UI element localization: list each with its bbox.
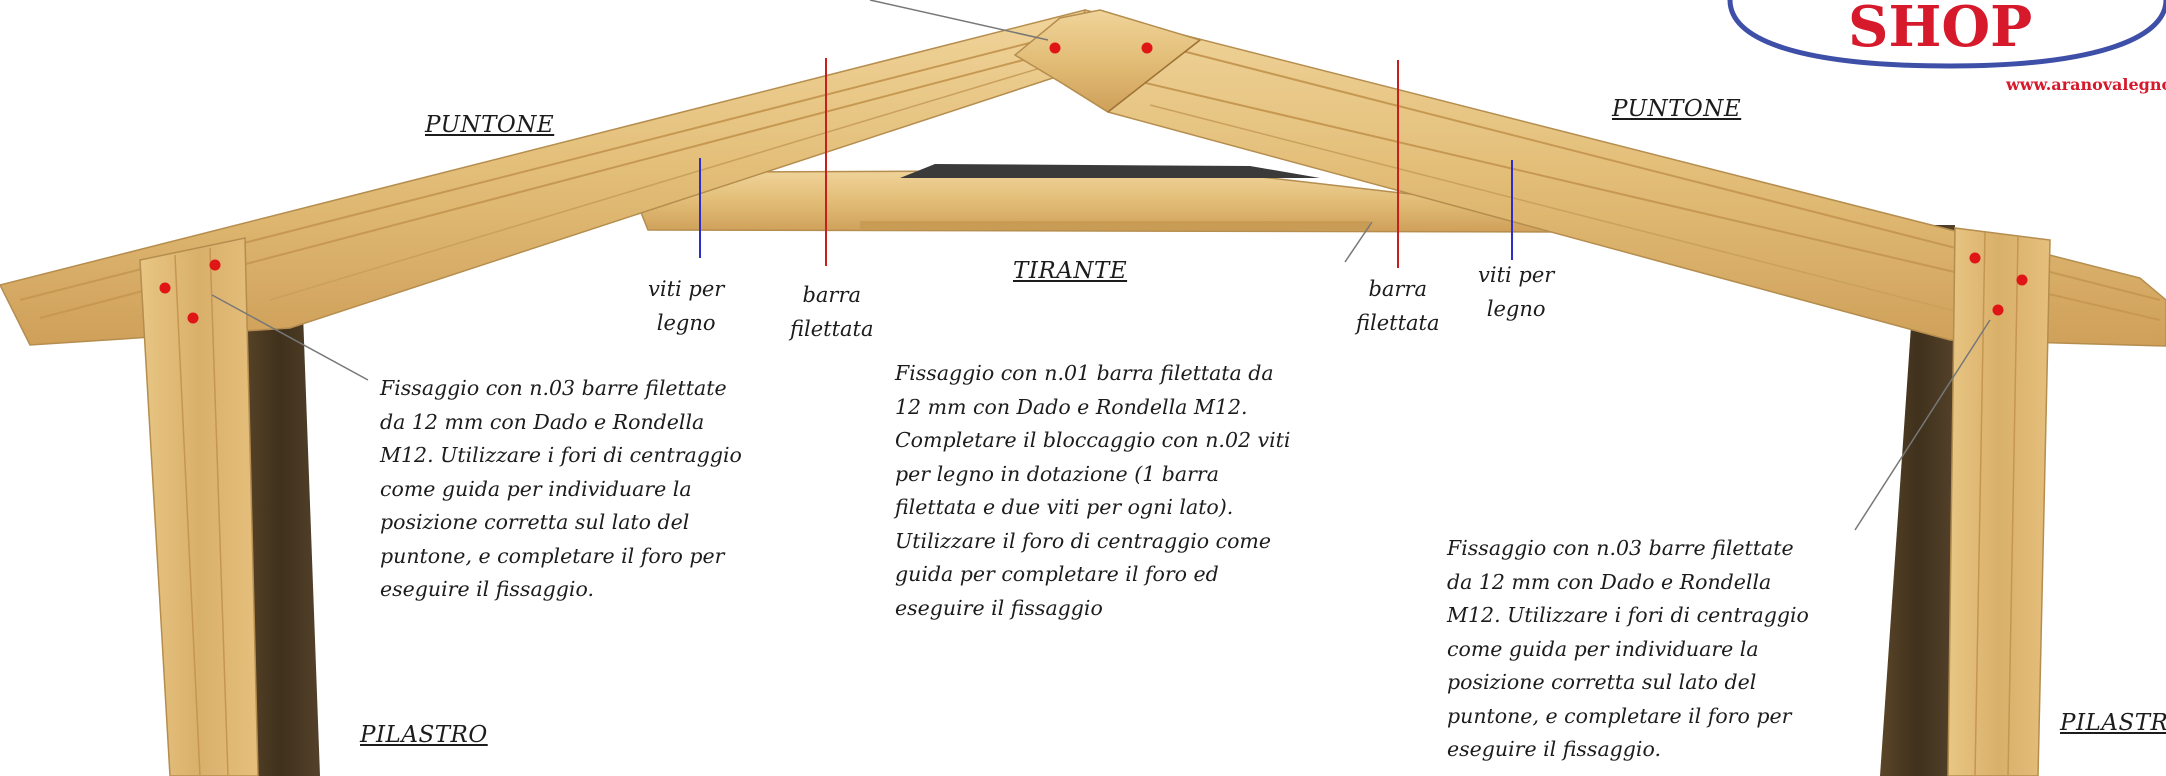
note-line: eseguire il fissaggio. [1447,737,1661,761]
callout-text: legno [1486,297,1546,321]
logo-shop-text: SHOP [1848,0,2032,60]
logo-url-text: www.aranovalegno. [2005,75,2166,94]
label-puntone-left: PUNTONE [425,112,555,138]
note-line: 12 mm con Dado e Rondella M12. [895,394,1248,419]
callout-barra-left: barra filettata [790,278,874,346]
callout-barra-right: barra filettata [1356,272,1440,340]
marker-dot [209,259,221,271]
right-pillar-dark [1880,225,1955,776]
marker-dot [1969,252,1981,264]
note-line: eseguire il fissaggio. [380,577,594,601]
note-line: da 12 mm con Dado e Rondella [380,409,705,434]
note-line: per legno in dotazione (1 barra [895,461,1219,486]
note-line: M12. Utilizzare i fori di centraggio [1447,603,1809,627]
marker-dot [159,282,171,294]
marker-dot [187,312,199,324]
note-line: come guida per individuare la [1447,636,1759,661]
leader-apex [869,0,1049,41]
note-left: Fissaggio con n.03 barre filettate da 12… [380,372,742,607]
note-right: Fissaggio con n.03 barre filettate da 12… [1447,532,1809,767]
left-pillar-dark [240,232,320,776]
leader-note-center [1344,221,1373,263]
marker-dot [2016,274,2028,286]
note-line: guida per completare il foro ed [895,562,1219,586]
callout-text: legno [656,311,716,335]
left-pillar [139,237,259,776]
callout-viti-left: viti per legno [648,272,724,340]
note-line: Utilizzare il foro di centraggio come [895,528,1271,553]
note-line: posizione corretta sul lato del [1447,670,1757,694]
callout-viti-right: viti per legno [1478,258,1554,326]
label-pilastro-left: PILASTRO [360,722,488,748]
callout-text: barra [802,283,862,307]
note-line: filettata e due viti per ogni lato). [895,495,1234,519]
left-rafter [0,9,1178,346]
note-line: Fissaggio con n.03 barre filettate [380,376,727,400]
callout-text: filettata [1356,311,1440,335]
leader-note-right [1854,319,1991,531]
marker-dot [1141,42,1153,54]
note-line: Completare il bloccaggio con n.02 viti [895,428,1291,452]
tie-beam-plate [860,221,1370,230]
callout-text: viti per [1478,263,1555,287]
marker-dot [1992,304,2004,316]
label-puntone-right: PUNTONE [1612,96,1742,122]
note-line: come guida per individuare la [380,476,692,501]
note-line: eseguire il fissaggio [895,595,1103,620]
callout-text: barra [1368,277,1428,301]
note-center: Fissaggio con n.01 barra filettata da 12… [895,357,1290,625]
note-line: puntone, e completare il foro per [380,543,725,568]
tie-beam-shadow [900,164,1320,178]
note-line: M12. Utilizzare i fori di centraggio [380,443,742,467]
note-line: da 12 mm con Dado e Rondella [1447,569,1772,594]
callout-text: filettata [790,317,874,341]
note-line: Fissaggio con n.03 barre filettate [1447,536,1794,560]
label-pilastro-right: PILASTRO [2060,710,2166,736]
shop-logo: SHOP www.aranovalegno. [1727,0,2166,94]
note-line: Fissaggio con n.01 barra filettata da [895,361,1274,385]
label-tirante: TIRANTE [1013,258,1128,284]
right-pillar [1947,227,2051,776]
marker-dot [1049,42,1061,54]
callout-text: viti per [648,277,725,301]
note-line: puntone, e completare il foro per [1447,703,1792,728]
leader-note-left [211,294,369,381]
note-line: posizione corretta sul lato del [380,510,690,534]
